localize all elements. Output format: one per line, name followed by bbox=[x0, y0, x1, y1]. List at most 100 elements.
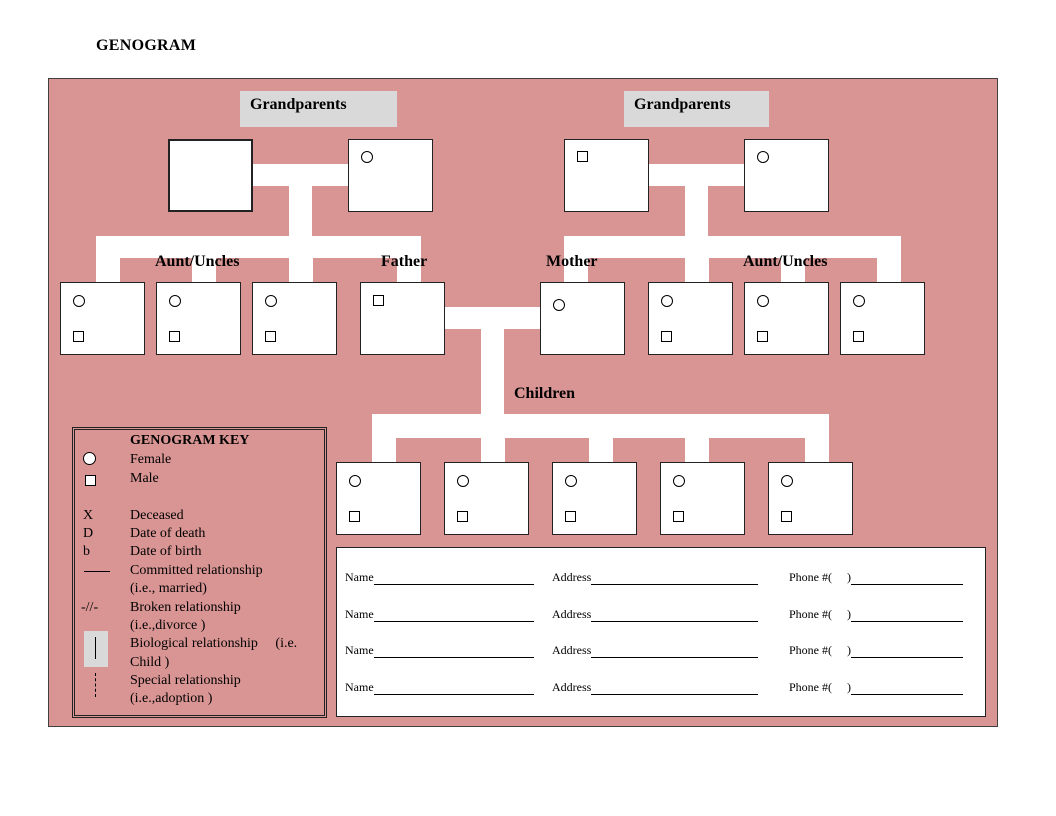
name-field[interactable] bbox=[373, 572, 534, 585]
key-label: Male bbox=[130, 471, 159, 486]
key-label: Deceased bbox=[130, 508, 184, 523]
phone-field[interactable] bbox=[851, 572, 963, 585]
connector-line bbox=[685, 258, 709, 282]
connector-line bbox=[648, 164, 745, 186]
grandparent-box[interactable] bbox=[168, 139, 253, 212]
phone-field[interactable] bbox=[851, 682, 963, 695]
connector-line bbox=[685, 186, 708, 236]
vertical-line-icon bbox=[84, 631, 108, 667]
name-label: Name bbox=[345, 607, 374, 621]
vertical-line-stroke bbox=[95, 637, 96, 659]
connector-line bbox=[289, 258, 313, 282]
grandparents-label-right: Grandparents bbox=[624, 91, 769, 127]
child-box[interactable] bbox=[660, 462, 745, 535]
address-field[interactable] bbox=[591, 609, 759, 622]
grandparent-box[interactable] bbox=[348, 139, 433, 212]
child-box[interactable] bbox=[336, 462, 421, 535]
aunt-uncle-box[interactable] bbox=[840, 282, 925, 355]
contact-row: Phone #( ) bbox=[789, 643, 963, 658]
square-icon bbox=[349, 511, 360, 522]
solid-line-icon bbox=[84, 571, 110, 572]
key-symbol: -//- bbox=[81, 600, 99, 615]
contact-row: Phone #( ) bbox=[789, 680, 963, 695]
phone-label: Phone #( ) bbox=[789, 680, 851, 694]
contact-row: Name bbox=[345, 570, 534, 585]
contact-row: Address bbox=[552, 680, 759, 695]
connector-line bbox=[372, 438, 396, 463]
key-label: Date of birth bbox=[130, 544, 202, 559]
circle-icon bbox=[781, 475, 793, 487]
circle-icon bbox=[553, 299, 565, 311]
dashed-line-icon bbox=[95, 673, 96, 697]
connector-line bbox=[805, 438, 829, 463]
name-label: Name bbox=[345, 643, 374, 657]
key-sublabel: Child ) bbox=[130, 655, 170, 670]
name-field[interactable] bbox=[373, 645, 534, 658]
phone-label: Phone #( ) bbox=[789, 643, 851, 657]
circle-icon bbox=[757, 295, 769, 307]
circle-icon bbox=[265, 295, 277, 307]
key-label: Special relationship bbox=[130, 673, 241, 688]
circle-icon bbox=[757, 151, 769, 163]
connector-line bbox=[481, 438, 505, 463]
contact-table bbox=[336, 547, 986, 717]
key-sublabel: (i.e., married) bbox=[130, 581, 207, 596]
address-label: Address bbox=[552, 680, 592, 694]
circle-icon bbox=[169, 295, 181, 307]
key-sublabel: (i.e.,adoption ) bbox=[130, 691, 213, 706]
circle-icon bbox=[73, 295, 85, 307]
connector-line bbox=[96, 258, 120, 282]
father-label: Father bbox=[381, 253, 428, 270]
square-icon bbox=[73, 331, 84, 342]
grandparent-box[interactable] bbox=[744, 139, 829, 212]
address-label: Address bbox=[552, 570, 592, 584]
phone-label: Phone #( ) bbox=[789, 607, 851, 621]
square-icon bbox=[265, 331, 276, 342]
connector-line bbox=[192, 258, 216, 282]
page-title: GENOGRAM bbox=[96, 37, 197, 54]
child-box[interactable] bbox=[768, 462, 853, 535]
square-icon bbox=[169, 331, 180, 342]
connector-line bbox=[564, 236, 901, 258]
aunt-uncle-box[interactable] bbox=[648, 282, 733, 355]
key-label: Committed relationship bbox=[130, 563, 263, 578]
grandparent-box[interactable] bbox=[564, 139, 649, 212]
connector-line bbox=[564, 258, 588, 282]
phone-field[interactable] bbox=[851, 645, 963, 658]
name-field[interactable] bbox=[373, 682, 534, 695]
contact-row: Address bbox=[552, 643, 759, 658]
aunt-uncle-box[interactable] bbox=[744, 282, 829, 355]
phone-label: Phone #( ) bbox=[789, 570, 851, 584]
circle-icon bbox=[661, 295, 673, 307]
connector-line bbox=[781, 258, 805, 282]
connector-line bbox=[397, 258, 421, 282]
address-field[interactable] bbox=[591, 645, 759, 658]
mother-box[interactable] bbox=[540, 282, 625, 355]
key-symbol: D bbox=[83, 526, 94, 541]
aunt-uncle-box[interactable] bbox=[60, 282, 145, 355]
address-label: Address bbox=[552, 643, 592, 657]
connector-line bbox=[444, 307, 541, 329]
connector-line bbox=[252, 164, 349, 186]
square-icon bbox=[661, 331, 672, 342]
name-label: Name bbox=[345, 570, 374, 584]
father-box[interactable] bbox=[360, 282, 445, 355]
name-field[interactable] bbox=[373, 609, 534, 622]
circle-icon bbox=[565, 475, 577, 487]
square-icon bbox=[781, 511, 792, 522]
contact-row: Name bbox=[345, 607, 534, 622]
address-field[interactable] bbox=[591, 572, 759, 585]
key-title: GENOGRAM KEY bbox=[130, 433, 250, 448]
genogram-key bbox=[72, 427, 327, 718]
child-box[interactable] bbox=[552, 462, 637, 535]
child-box[interactable] bbox=[444, 462, 529, 535]
phone-field[interactable] bbox=[851, 609, 963, 622]
connector-line bbox=[289, 186, 312, 236]
circle-icon bbox=[457, 475, 469, 487]
aunt-uncle-box[interactable] bbox=[252, 282, 337, 355]
aunt-uncle-box[interactable] bbox=[156, 282, 241, 355]
circle-icon bbox=[361, 151, 373, 163]
square-icon bbox=[85, 475, 96, 486]
address-field[interactable] bbox=[591, 682, 759, 695]
mother-label: Mother bbox=[546, 253, 598, 270]
